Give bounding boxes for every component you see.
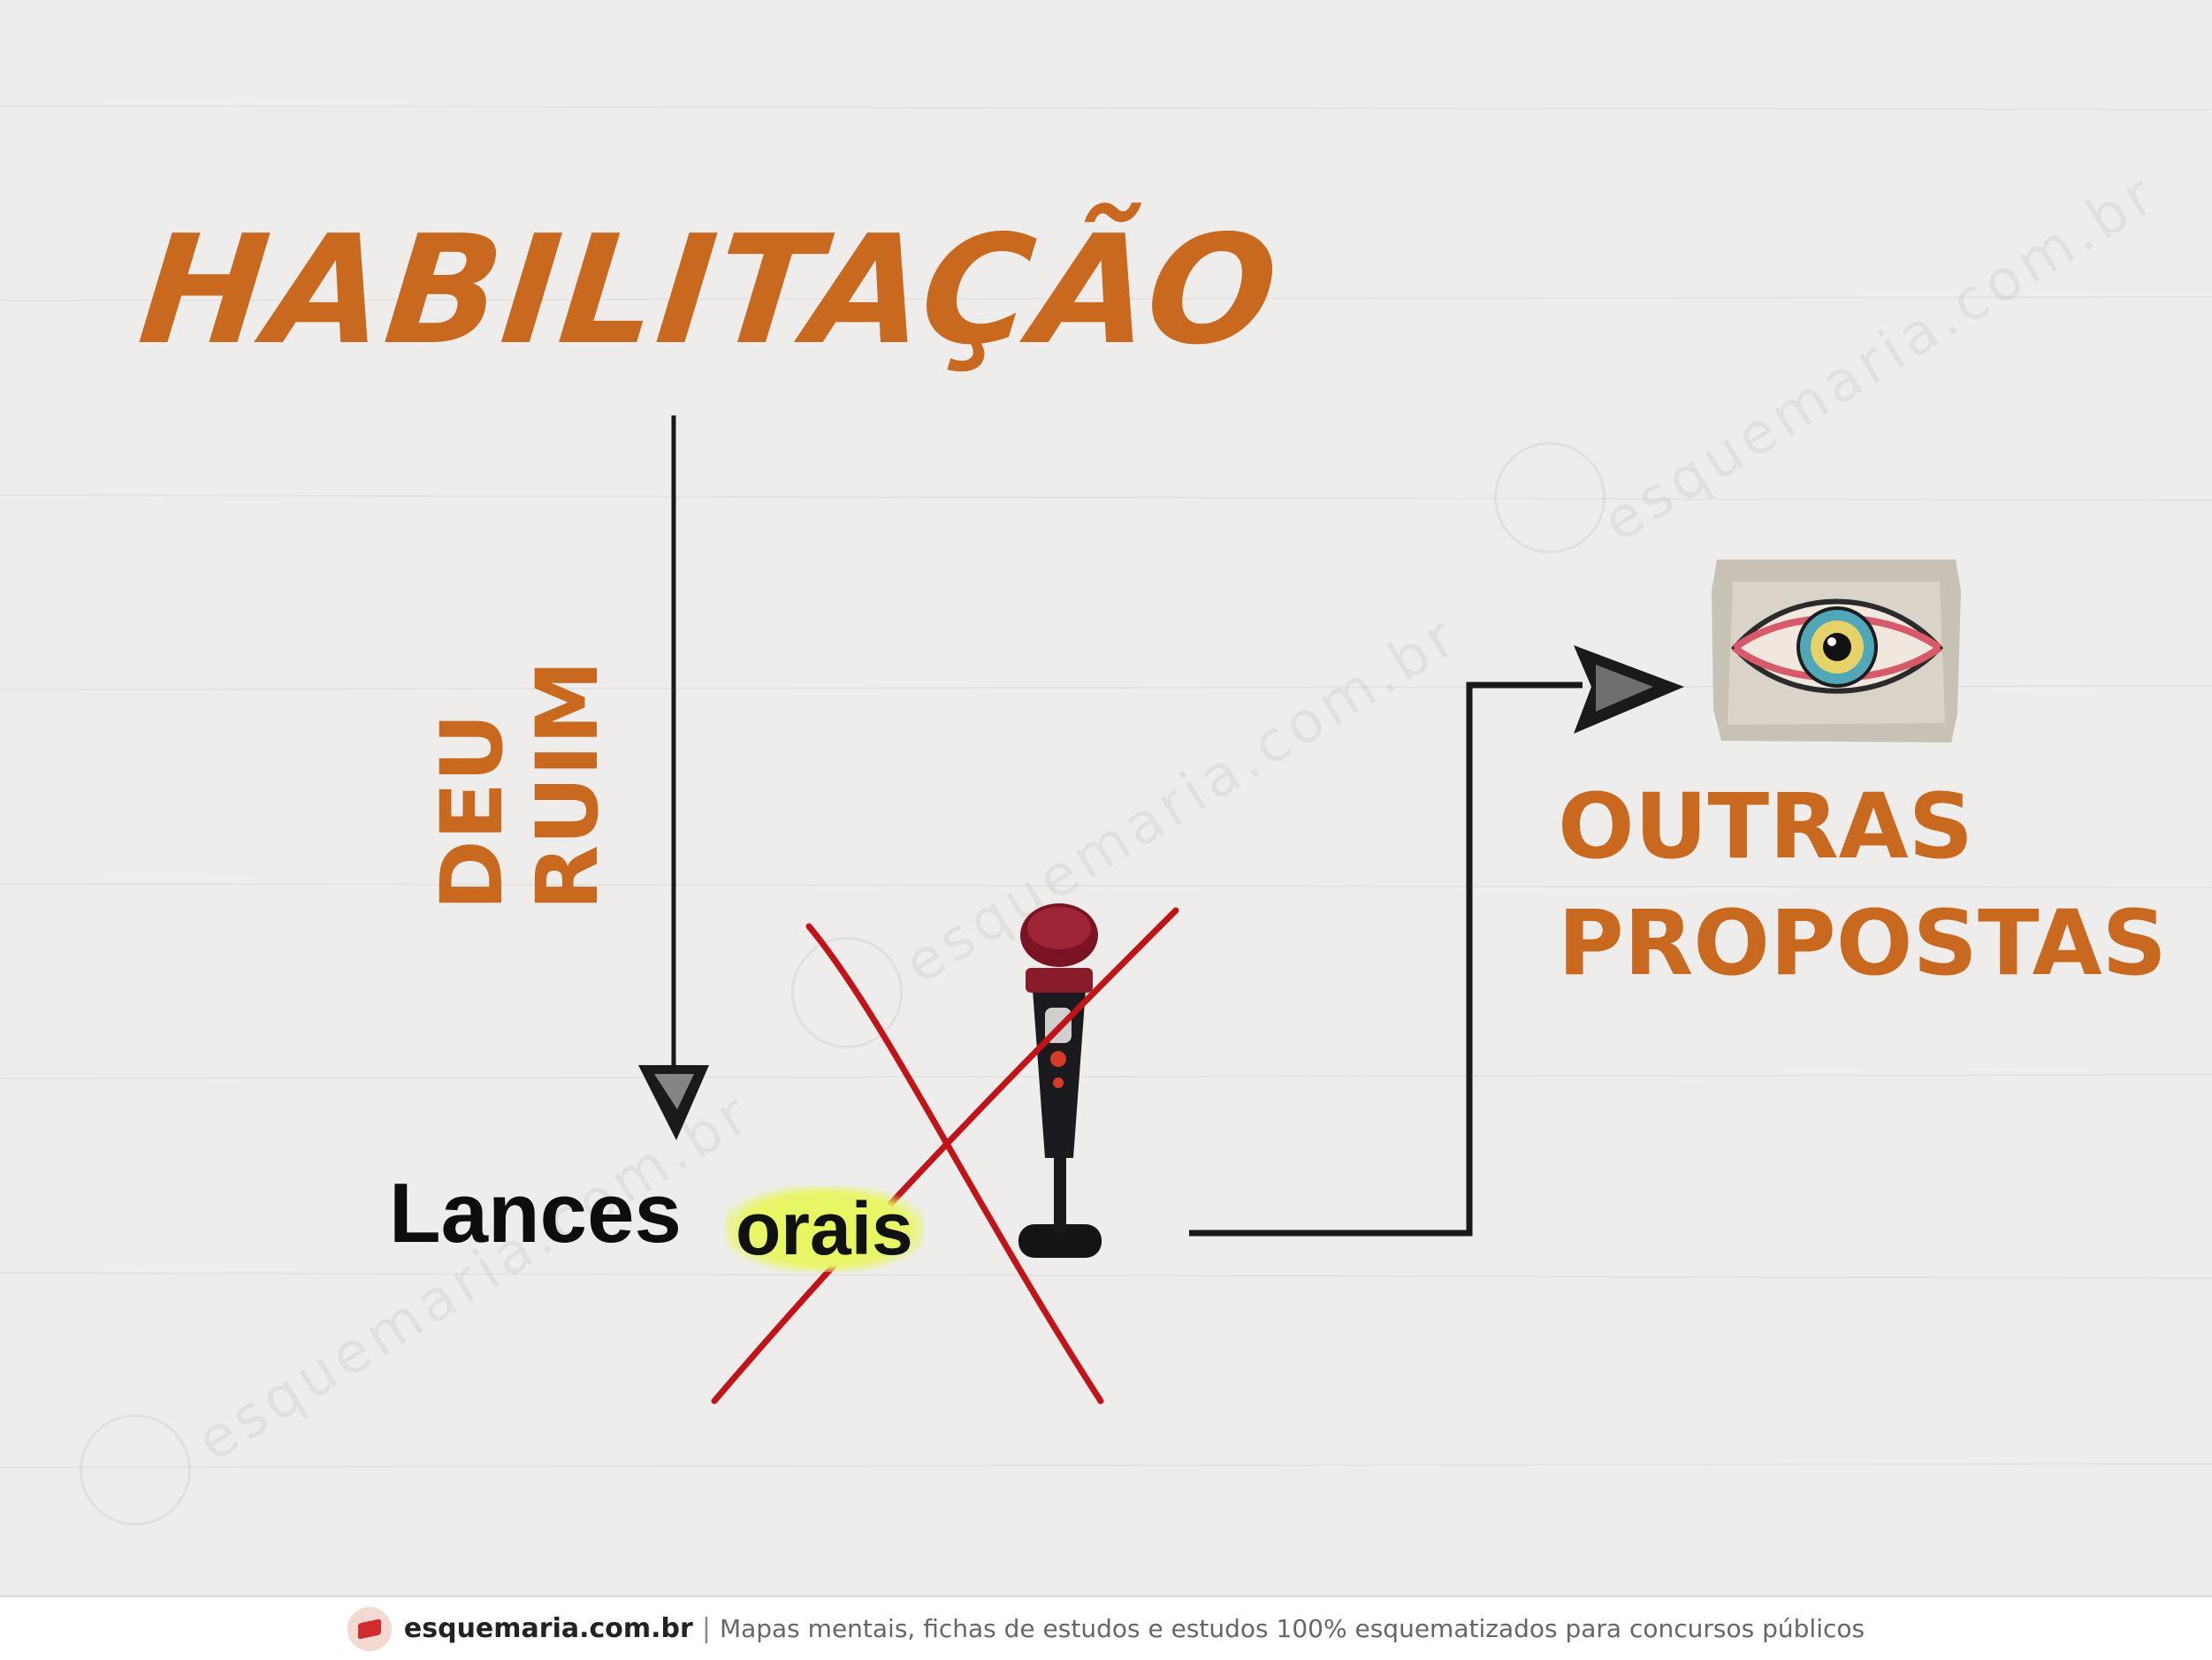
side-label-line: DEU [423, 712, 522, 910]
paper-texture [0, 105, 2212, 1468]
connectors [638, 415, 1684, 1405]
side-label: DEU RUIM [423, 659, 654, 910]
footer: esquemaria.com.br | Mapas mentais, ficha… [0, 1595, 2212, 1660]
diagram-canvas: esquemaria.com.br esquemaria.com.br esqu… [0, 105, 2212, 1526]
watermark-logo [791, 937, 903, 1048]
right-arrowhead-icon [1574, 645, 1684, 734]
footer-site[interactable]: esquemaria.com.br [403, 1613, 693, 1644]
outras-line: PROPOSTAS [1558, 891, 2167, 996]
eye-icon [1712, 560, 1961, 742]
footer-tagline: Mapas mentais, fichas de estudos e estud… [719, 1614, 1865, 1643]
lances-label: Lances [389, 1166, 682, 1260]
side-label-line: RUIM [518, 659, 617, 910]
watermark-logo [1494, 442, 1606, 553]
cross-out-mark [711, 907, 1179, 1405]
watermark-logo [80, 1414, 191, 1526]
outras-propostas-label: OUTRAS PROPOSTAS [1558, 769, 2167, 1002]
elbow-connector [1189, 682, 1583, 1237]
brand-logo-icon [347, 1606, 392, 1651]
microphone-icon [1018, 903, 1102, 1258]
footer-separator: | [701, 1613, 711, 1644]
outras-line: OUTRAS [1558, 774, 1974, 879]
orais-label: orais [725, 1186, 924, 1272]
